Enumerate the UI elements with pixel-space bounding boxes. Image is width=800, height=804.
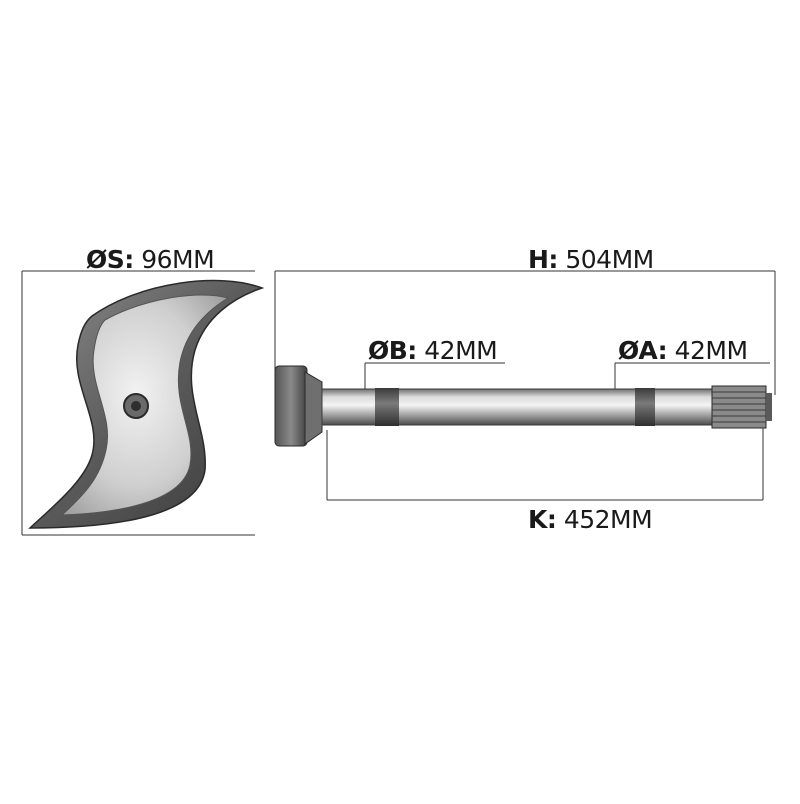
s-dimension-value: 96MM xyxy=(141,245,215,274)
h-dimension-key: H: xyxy=(528,245,558,274)
s-cam-end-view xyxy=(21,270,265,536)
k-dimension-key: K: xyxy=(528,505,557,534)
bearing-ring-b xyxy=(375,388,399,426)
h-dimension-label: H: 504MM xyxy=(528,247,654,272)
cam-head-flare xyxy=(304,371,323,445)
h-dimension-value: 504MM xyxy=(565,245,654,274)
center-bolt-inner xyxy=(131,401,141,411)
splined-end xyxy=(711,385,767,429)
k-dimension-value: 452MM xyxy=(563,505,653,534)
a-dimension-key: ØA: xyxy=(618,336,668,365)
b-dimension-key: ØB: xyxy=(368,336,417,365)
a-dimension-label: ØA: 42MM xyxy=(618,338,748,363)
b-dimension-label: ØB: 42MM xyxy=(368,336,498,365)
spline-teeth xyxy=(712,391,766,423)
k-dimension-label: K: 452MM xyxy=(528,505,653,534)
b-dimension-value: 42MM xyxy=(424,336,498,365)
shaft-tip xyxy=(766,393,772,421)
s-dimension-label: ØS: 96MM xyxy=(86,245,215,274)
s-dimension-key: ØS: xyxy=(86,245,134,274)
bearing-ring-a xyxy=(635,388,655,426)
a-dimension-value: 42MM xyxy=(674,336,748,365)
cam-head xyxy=(274,365,308,447)
shaft-side-view xyxy=(274,270,776,501)
